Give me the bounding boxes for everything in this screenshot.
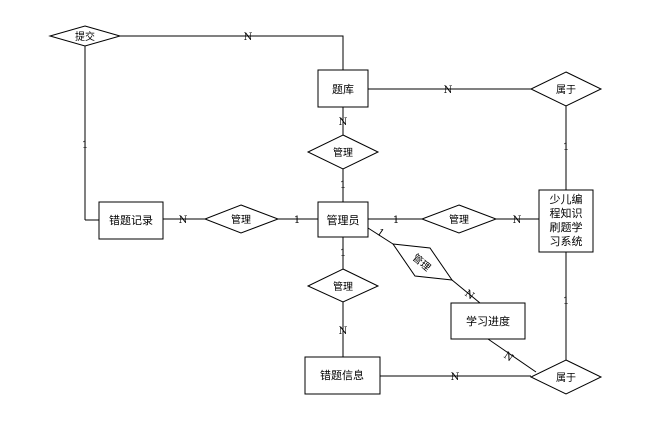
relation-shuyu-bottom: 属于	[529, 359, 603, 395]
card-guanli-admin-top: 1	[340, 180, 346, 191]
card-admin-guanli-diag: 1	[374, 227, 386, 240]
relation-guanli-bottom: 管理	[306, 268, 380, 303]
entity-xuexi-jindu: 学习进度	[450, 302, 526, 340]
entity-system-line-4: 习系统	[550, 235, 583, 248]
entity-system-line-1: 少儿编	[550, 192, 583, 206]
card-admin-guanli-bottom: 1	[340, 248, 346, 259]
relation-guanli-left-label: 管理	[231, 213, 251, 226]
card-tiku-shuyu: N	[444, 85, 453, 96]
line-guanli-diag-jindu	[451, 279, 481, 304]
relation-guanli-top-label: 管理	[333, 146, 353, 159]
entity-admin: 管理员	[317, 201, 369, 238]
relation-shuyu-bottom-label: 属于	[556, 372, 576, 384]
card-cuoti-guanli: N	[179, 215, 188, 226]
entity-tiku-label: 题库	[332, 83, 354, 96]
card-guanli-xinxi: N	[339, 326, 348, 337]
card-tiku-guanli: N	[339, 117, 348, 128]
relation-guanli-right-label: 管理	[449, 213, 469, 226]
card-jindu-shuyu: N	[501, 350, 515, 364]
relation-guanli-diag: 管理	[391, 243, 454, 281]
entity-system-line-2: 程知识	[550, 206, 583, 220]
entity-cuoti-xinxi-label: 错题信息	[320, 368, 364, 382]
line-jindu-shuyu	[487, 338, 537, 373]
relation-tijiao: 提交	[48, 25, 122, 47]
relation-guanli-top: 管理	[306, 134, 380, 170]
card-guanli-admin-left: 1	[294, 215, 300, 226]
relation-tijiao-label: 提交	[75, 30, 95, 43]
relation-shuyu-top: 属于	[529, 71, 603, 107]
relation-guanli-bottom-label: 管理	[333, 280, 353, 293]
entity-xuexi-jindu-label: 学习进度	[466, 314, 510, 328]
card-guanli-system: N	[513, 215, 522, 226]
entity-system-line-3: 刷题学	[550, 220, 583, 234]
relation-shuyu-top-label: 属于	[556, 84, 576, 96]
entity-system: 少儿编 程知识 刷题学 习系统	[538, 189, 594, 253]
connector-lines	[84, 35, 567, 377]
entity-tiku: 题库	[317, 69, 369, 108]
entity-cuoti-jilu-label: 错题记录	[109, 213, 153, 227]
line-tijiao-tiku	[120, 35, 344, 70]
card-tijiao-cuoti: 1	[82, 140, 88, 151]
card-xinxi-shuyu: N	[451, 372, 460, 383]
relation-guanli-left: 管理	[203, 204, 280, 234]
entity-admin-label: 管理员	[327, 213, 360, 227]
card-system-shuyu-bottom: 1	[563, 296, 569, 307]
entity-cuoti-jilu: 错题记录	[98, 201, 164, 240]
card-shuyu-system-top: 1	[563, 142, 569, 153]
entity-cuoti-xinxi: 错题信息	[304, 356, 381, 395]
line-admin-guanli-diag	[367, 227, 394, 245]
card-admin-guanli-right: 1	[393, 215, 399, 226]
relation-guanli-right: 管理	[420, 204, 498, 234]
card-tijiao-tiku: N	[244, 32, 253, 43]
